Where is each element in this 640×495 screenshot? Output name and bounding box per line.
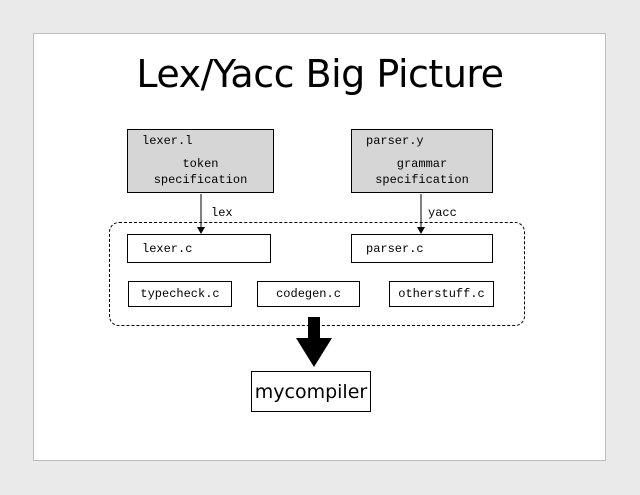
parser-c-box: parser.c bbox=[351, 234, 493, 263]
parser-spec-desc-line2: specification bbox=[375, 173, 469, 187]
otherstuff-c-box: otherstuff.c bbox=[389, 281, 494, 307]
parser-spec-filename: parser.y bbox=[366, 134, 424, 148]
lexer-spec-desc-line1: token bbox=[182, 157, 219, 171]
lex-arrow-label: lex bbox=[211, 206, 233, 220]
lexer-spec-desc-line2: specification bbox=[153, 173, 248, 187]
lexer-spec-box: lexer.l token specification bbox=[127, 129, 274, 193]
lexer-c-box: lexer.c bbox=[127, 234, 271, 263]
lex-arrow bbox=[197, 194, 205, 234]
typecheck-c-box: typecheck.c bbox=[128, 281, 232, 307]
lexer-spec-filename: lexer.l bbox=[142, 134, 193, 148]
yacc-arrow-label: yacc bbox=[428, 206, 457, 220]
yacc-arrow bbox=[417, 194, 425, 234]
parser-spec-box: parser.y grammar specification bbox=[351, 129, 493, 193]
codegen-c-box: codegen.c bbox=[257, 281, 360, 307]
slide-title: Lex/Yacc Big Picture bbox=[136, 52, 504, 96]
mycompiler-box: mycompiler bbox=[251, 371, 371, 412]
build-arrow bbox=[296, 317, 332, 367]
parser-spec-desc-line1: grammar bbox=[396, 157, 448, 171]
